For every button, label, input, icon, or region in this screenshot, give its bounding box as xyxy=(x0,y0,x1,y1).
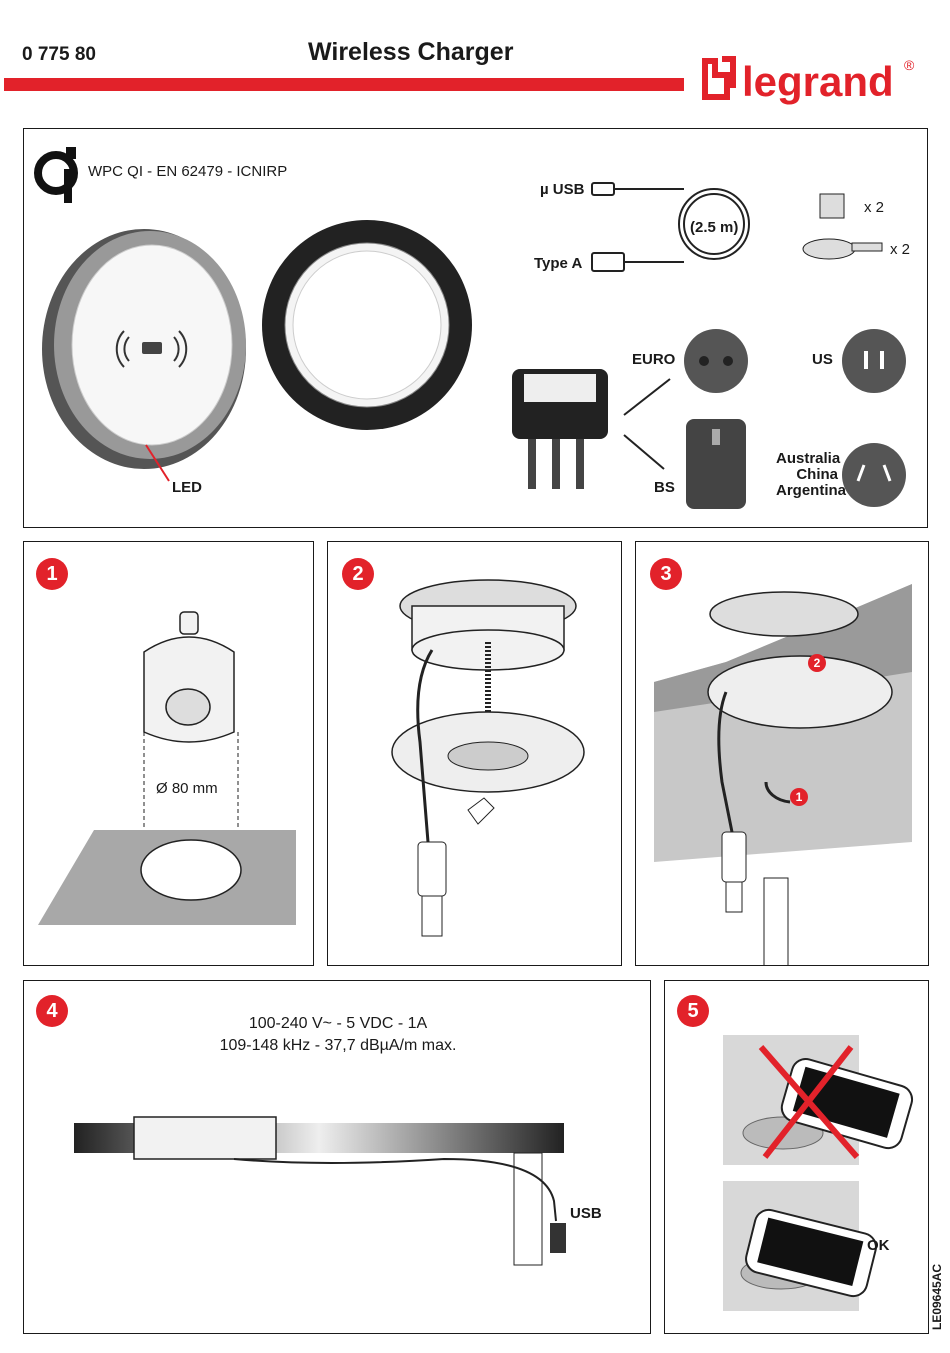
contents-panel: WPC QI - EN 62479 - ICNIRP LED µ USB Typ… xyxy=(23,128,928,528)
hole-saw-illustration xyxy=(143,611,235,743)
step-4-panel: 4 100-240 V~ - 5 VDC - 1A 109-148 kHz - … xyxy=(23,980,651,1334)
usb-adapter-icon xyxy=(550,1223,566,1253)
usb-plug-illustration xyxy=(417,841,447,937)
plug-euro-label: EURO xyxy=(632,351,676,368)
led-label: LED xyxy=(172,479,202,496)
step-5-panel: 5 OK xyxy=(664,980,929,1334)
euro-plug-icon xyxy=(684,329,748,393)
step-2-number: 2 xyxy=(342,558,374,590)
wrong-placement-illustration xyxy=(723,1035,914,1165)
plug-bs-label: BS xyxy=(654,479,675,496)
step-2-panel: 2 xyxy=(327,541,622,966)
usb-cable-illustration xyxy=(591,182,750,272)
product-code: 0 775 80 xyxy=(22,44,96,65)
us-plug-icon xyxy=(842,329,906,393)
au-plug-icon xyxy=(842,443,906,507)
cable-length-label: (2.5 m) xyxy=(690,219,739,236)
charger-underside-illustration xyxy=(399,579,577,671)
adhesive-qty: x 2 xyxy=(864,199,885,216)
step-1-panel: 1 Ø 80 mm xyxy=(23,541,314,966)
legrand-logo: legrand ® xyxy=(698,50,918,112)
step-3-panel: 3 2 1 xyxy=(635,541,929,966)
step-4-number: 4 xyxy=(36,995,68,1027)
worktop-illustration xyxy=(38,830,296,925)
adhesive-pad-icon xyxy=(819,193,845,219)
spec-line-2: 109-148 kHz - 37,7 dBµA/m max. xyxy=(219,1037,457,1054)
worktop-cross-section xyxy=(74,1116,564,1266)
micro-usb-label: µ USB xyxy=(540,181,585,198)
standards-text: WPC QI - EN 62479 - ICNIRP xyxy=(88,163,288,180)
tie-qty: x 2 xyxy=(890,241,911,258)
qi-logo-icon xyxy=(34,147,78,203)
pipe-illustration xyxy=(763,877,789,965)
svg-text:legrand: legrand xyxy=(742,58,894,105)
charging-ring-illustration xyxy=(262,220,472,430)
power-adapter-illustration xyxy=(512,369,671,489)
step-3-sub-1: 1 xyxy=(790,788,808,806)
step-5-number: 5 xyxy=(677,995,709,1027)
diameter-label: Ø 80 mm xyxy=(156,780,218,797)
type-a-label: Type A xyxy=(534,255,583,272)
svg-text:®: ® xyxy=(904,57,915,73)
page-title: Wireless Charger xyxy=(308,38,514,66)
bs-plug-icon xyxy=(686,419,746,509)
charger-installed-illustration xyxy=(707,591,893,729)
plug-au-labels: Australia China Argentina xyxy=(776,450,847,499)
document-reference: LE09645AC xyxy=(930,1263,944,1330)
wing-nut-icon xyxy=(467,797,495,825)
step-3-sub-2: 2 xyxy=(808,654,826,672)
header-red-bar xyxy=(4,78,684,91)
correct-placement-illustration xyxy=(723,1181,877,1311)
charging-pad-illustration xyxy=(42,229,246,482)
spec-line-1: 100-240 V~ - 5 VDC - 1A xyxy=(248,1015,428,1032)
plug-us-label: US xyxy=(812,351,833,368)
cable-tie-icon xyxy=(802,238,883,260)
ok-label: OK xyxy=(867,1237,890,1254)
step-1-number: 1 xyxy=(36,558,68,590)
usb-label: USB xyxy=(570,1205,602,1222)
step-3-number: 3 xyxy=(650,558,682,590)
fixing-plate-illustration xyxy=(391,711,585,793)
